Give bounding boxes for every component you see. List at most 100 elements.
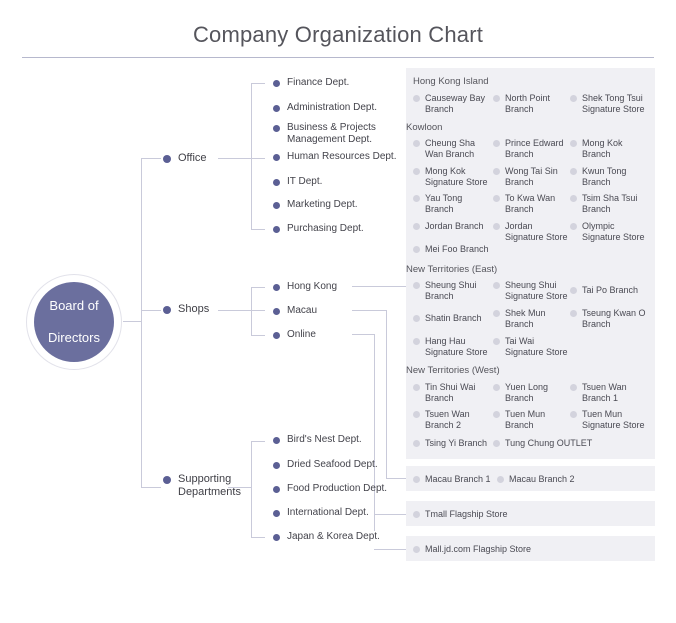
bullet-icon: [273, 436, 280, 444]
bullet-icon: [493, 440, 500, 447]
store-tai-po-branch[interactable]: Tai Po Branch: [570, 285, 654, 296]
connector-root-to-office: [141, 158, 161, 159]
connector-supporting-spine: [251, 441, 252, 537]
bullet-icon: [570, 140, 577, 147]
bullet-icon: [413, 384, 420, 391]
bullet-icon: [493, 223, 500, 230]
connector-shops-stub: [218, 310, 236, 311]
bullet-icon: [273, 485, 280, 493]
connector-macau-stub: [352, 310, 386, 311]
supporting-dept-label: Japan & Korea Dept.: [287, 531, 380, 542]
bullet-icon: [413, 338, 420, 345]
office-dept-administration[interactable]: Administration Dept.: [273, 102, 377, 114]
store-tsing-yi-branch[interactable]: Tsing Yi Branch: [413, 438, 491, 449]
connector-online-tmall: [374, 514, 406, 515]
shops-region-online[interactable]: Online: [273, 329, 316, 341]
supporting-dept-label: Bird's Nest Dept.: [287, 434, 362, 445]
bullet-icon: [493, 338, 500, 345]
bullet-icon: [413, 411, 420, 418]
bullet-icon: [493, 195, 500, 202]
supporting-dept-international[interactable]: International Dept.: [273, 507, 369, 519]
bullet-icon: [413, 168, 420, 175]
supporting-dept-dried-seafood[interactable]: Dried Seafood Dept.: [273, 459, 378, 471]
bullet-icon: [163, 305, 171, 314]
bullet-icon: [413, 476, 420, 483]
shops-region-hong-kong[interactable]: Hong Kong: [273, 281, 337, 293]
store-shatin-branch[interactable]: Shatin Branch: [413, 313, 491, 324]
connector-root-spine: [141, 158, 142, 487]
office-dept-business-projects-management[interactable]: Business & Projects Management Dept.: [273, 122, 376, 146]
level1-node-office[interactable]: Office: [163, 152, 207, 165]
level1-label-supporting-line1: Supporting: [178, 473, 232, 485]
bullet-icon: [493, 140, 500, 147]
supporting-dept-japan-korea[interactable]: Japan & Korea Dept.: [273, 531, 380, 543]
store-macau-branch-1[interactable]: Macau Branch 1: [413, 474, 493, 485]
connector-root-stub: [123, 321, 141, 322]
store-jordan-branch[interactable]: Jordan Branch: [413, 221, 491, 232]
supporting-dept-birds-nest[interactable]: Bird's Nest Dept.: [273, 434, 362, 446]
level1-label-supporting-line2: Departments: [178, 486, 241, 498]
title-divider: [22, 57, 654, 58]
level1-node-supporting-departments[interactable]: Supporting Departments: [163, 473, 241, 499]
shops-region-label: Online: [287, 329, 316, 340]
store-tmall-flagship-store[interactable]: Tmall Flagship Store: [413, 509, 563, 520]
office-dept-purchasing[interactable]: Purchasing Dept.: [273, 223, 364, 235]
connector-office-bottom: [251, 229, 265, 230]
connector-root-to-supporting: [141, 487, 161, 488]
connector-shops-spine: [251, 287, 252, 335]
level1-node-shops[interactable]: Shops: [163, 303, 209, 316]
office-dept-human-resources[interactable]: Human Resources Dept.: [273, 151, 397, 163]
connector-office-top: [251, 83, 265, 84]
bullet-icon: [273, 104, 280, 112]
connector-supporting-top: [251, 441, 265, 442]
bullet-icon: [273, 178, 280, 186]
office-dept-label: Human Resources Dept.: [287, 151, 397, 162]
supporting-dept-food-production[interactable]: Food Production Dept.: [273, 483, 387, 495]
store-mei-foo-branch[interactable]: Mei Foo Branch: [413, 244, 503, 255]
office-dept-label: Administration Dept.: [287, 102, 378, 113]
office-dept-finance[interactable]: Finance Dept.: [273, 77, 349, 89]
store-mall-jd-flagship-store[interactable]: Mall.jd.com Flagship Store: [413, 544, 593, 555]
root-node-board-of-directors[interactable]: Board of Directors: [26, 274, 122, 370]
store-tung-chung-outlet[interactable]: Tung Chung OUTLET: [493, 438, 603, 449]
bullet-icon: [493, 95, 500, 102]
office-dept-it[interactable]: IT Dept.: [273, 176, 322, 188]
office-dept-marketing[interactable]: Marketing Dept.: [273, 199, 358, 211]
panel-online-tmall: [406, 501, 655, 526]
office-dept-label-line1: Business & Projects: [287, 122, 376, 133]
connector-hongkong-to-panel: [352, 286, 406, 287]
office-dept-label: IT Dept.: [287, 176, 323, 187]
bullet-icon: [273, 125, 280, 132]
root-node-disc: Board of Directors: [34, 282, 114, 362]
bullet-icon: [413, 95, 420, 102]
bullet-icon: [413, 140, 420, 147]
shops-region-macau[interactable]: Macau: [273, 305, 317, 317]
store-macau-branch-2[interactable]: Macau Branch 2: [497, 474, 587, 485]
